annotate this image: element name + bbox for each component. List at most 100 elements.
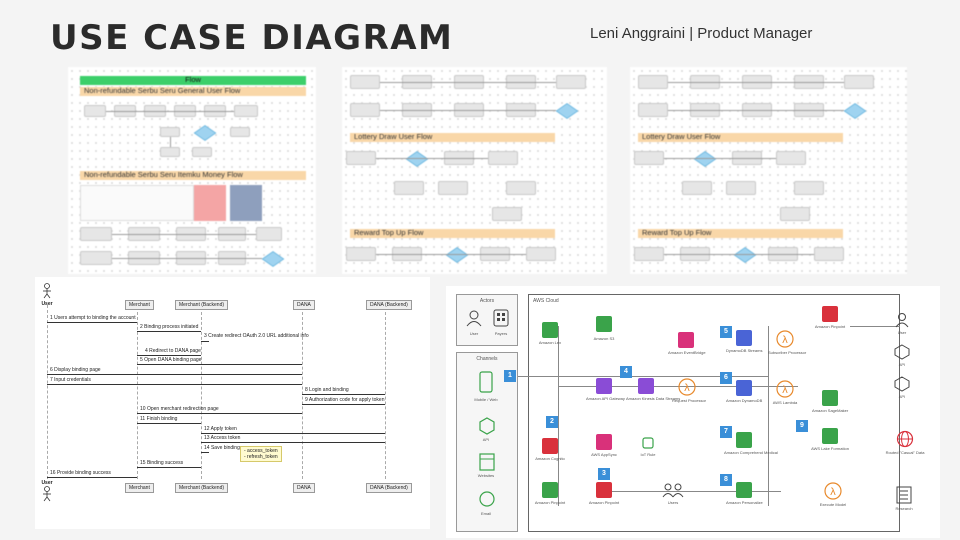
seq-message: 3 Create redirect OAuth 2.0 URL addition… [204,333,309,339]
personalize-icon [736,482,752,498]
right-api-2-icon [894,376,910,392]
flow-node [526,247,556,261]
step-badge-8: 8 [720,474,732,486]
pinpoint-2-icon [596,482,612,498]
users-icon [662,483,684,498]
step-badge-7: 7 [720,426,732,438]
api-icon [479,417,495,435]
flow-decision [556,103,576,117]
flow-node [160,147,180,157]
flow-node [438,181,468,195]
flow-node [634,151,664,165]
participant-merchant-top: Merchant [125,300,154,310]
participant-dana-top: DANA [293,300,315,310]
seq-message: 15 Binding success [140,460,184,466]
iot-icon [642,437,654,449]
flow-node [780,207,810,221]
flow-board-lottery: Lottery Draw User Flow Reward Top Up Flo… [342,67,607,274]
flow-section-header: Lottery Draw User Flow [350,132,555,142]
eventbridge-icon [678,332,694,348]
flow-node [160,127,180,137]
payers-icon [493,309,509,327]
websites-icon [479,453,495,471]
aws-lambda-icon: λ [776,380,794,398]
globe-icon [896,430,914,448]
flow-banner: Flow [80,75,306,85]
flow-node [80,227,112,241]
svg-text:λ: λ [830,487,836,498]
user-icon [466,310,482,327]
step-badge-4: 4 [620,366,632,378]
participant-merchant-backend-top: Merchant (Backend) [175,300,229,310]
participant-dana-backend-top: DANA (Backend) [366,300,412,310]
page-title: USE CASE DIAGRAM [50,18,454,58]
flow-node [80,251,112,265]
step-badge-3: 3 [598,468,610,480]
flow-board-general: Flow Non-refundable Serbu Seru General U… [68,67,316,274]
flow-node [682,181,712,195]
flow-decision [194,125,214,139]
right-user-icon [895,313,909,328]
flow-node [794,181,824,195]
flow-node [814,247,844,261]
pinpoint-icon [542,482,558,498]
svg-text:λ: λ [684,383,690,394]
flow-node [350,103,380,117]
flow-node [394,181,424,195]
sagemaker-icon [822,390,838,406]
participant-dana-backend-bottom: DANA (Backend) [366,483,412,493]
execute-lambda-icon: λ [824,482,842,500]
step-badge-6: 6 [720,372,732,384]
svg-text:λ: λ [782,335,788,346]
flow-node [346,151,376,165]
seq-message: 10 Open merchant redirection page [140,406,219,412]
flow-node [556,75,586,89]
sequence-diagram: User Merchant Merchant (Backend) DANA DA… [35,277,430,529]
lambda-icon: λ [678,378,696,396]
flow-node [638,103,668,117]
flow-node [844,75,874,89]
seq-message: 4 Redirect to DANA page [145,348,201,354]
dynamodb-icon [736,380,752,396]
flow-node [492,207,522,221]
kinesis-icon [638,378,654,394]
flow-decision [844,103,864,117]
flow-decision [262,251,282,265]
comprehend-icon [736,432,752,448]
flow-board-reward: Lottery Draw User Flow Reward Top Up Flo… [630,67,907,274]
seq-message: 7 Input credentials [50,377,91,383]
seq-message: 12 Apply token [204,426,237,432]
flow-node [634,247,664,261]
flow-node [256,227,282,241]
author-label: Leni Anggraini | Product Manager [590,25,813,42]
flow-node [234,105,258,117]
flow-section-header: Non-refundable Serbu Seru General User F… [80,86,306,96]
step-badge-5: 5 [720,326,732,338]
mobile-icon [479,371,493,393]
flow-node [638,75,668,89]
dynamodb-streams-icon [736,330,752,346]
seq-note: - access_token - refresh_token [240,446,282,462]
appsync-icon [596,434,612,450]
seq-message: 6 Display binding page [50,367,101,373]
seq-message: 5 Open DANA binding page [140,357,202,363]
flow-node [192,147,212,157]
flow-node [346,247,376,261]
aws-cloud-boundary: AWS Cloud [528,294,900,532]
cognito-icon [542,438,558,454]
flow-note-red [194,185,226,221]
email-icon [479,491,495,507]
channels-box: Channels Mobile / Web API Websites Email [456,352,518,532]
pinpoint-right-icon [822,306,838,322]
flow-node [726,181,756,195]
aws-architecture: Actors User Payers Channels Mobile / Web… [446,286,940,538]
flow-note-blue [230,185,262,221]
flow-section-header: Lottery Draw User Flow [638,132,843,142]
research-icon [896,486,912,504]
flow-section-header: Reward Top Up Flow [638,228,843,238]
lake-formation-icon [822,428,838,444]
api-gateway-icon [596,378,612,394]
seq-message: 8 Login and binding [305,387,349,393]
flow-section-header: Reward Top Up Flow [350,228,555,238]
participant-merchant-bottom: Merchant [125,483,154,493]
